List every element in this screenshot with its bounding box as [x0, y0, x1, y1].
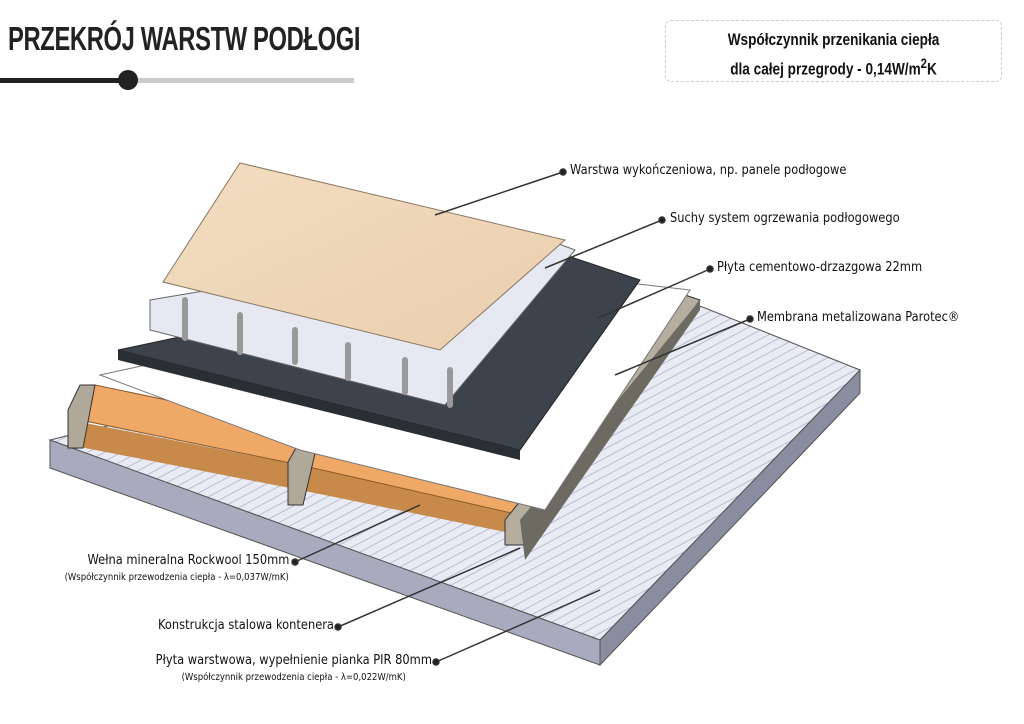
label-steel: Konstrukcja stalowa kontenera: [158, 618, 334, 633]
u-value-text: dla całej przegrody - 0,14W/m: [730, 59, 921, 79]
u-value-line1: Współczynnik przenikania ciepła: [727, 30, 940, 49]
label-finish: Warstwa wykończeniowa, np. panele podłog…: [570, 163, 847, 178]
u-value-box: Współczynnik przenikania ciepła dla całe…: [665, 20, 1002, 82]
title-underline-dot: [118, 70, 138, 90]
label-wool-note: (Współczynnik przewodzenia ciepła - λ=0,…: [64, 572, 289, 583]
finish-panel-layer: [162, 162, 567, 351]
u-value-sup: 2: [920, 56, 927, 72]
u-value-unit: K: [926, 59, 937, 79]
label-panel-note: (Współczynnik przewodzenia ciepła - λ=0,…: [181, 672, 406, 683]
label-board: Płyta cementowo-drzazgowa 22mm: [717, 260, 923, 275]
label-heating: Suchy system ogrzewania podłogowego: [670, 211, 900, 226]
u-value-line2: dla całej przegrody - 0,14W/m2K: [700, 52, 968, 82]
page-title: PRZEKRÓJ WARSTW PODŁOGI: [8, 20, 361, 57]
leader-lines: [291, 168, 754, 666]
label-membrane: Membrana metalizowana Parotec®: [757, 310, 960, 325]
title-underline: [0, 78, 128, 83]
label-panel: Płyta warstwowa, wypełnienie pianka PIR …: [155, 653, 432, 668]
label-wool: Wełna mineralna Rockwool 150mm: [87, 553, 289, 568]
title-underline-track: [128, 78, 354, 83]
